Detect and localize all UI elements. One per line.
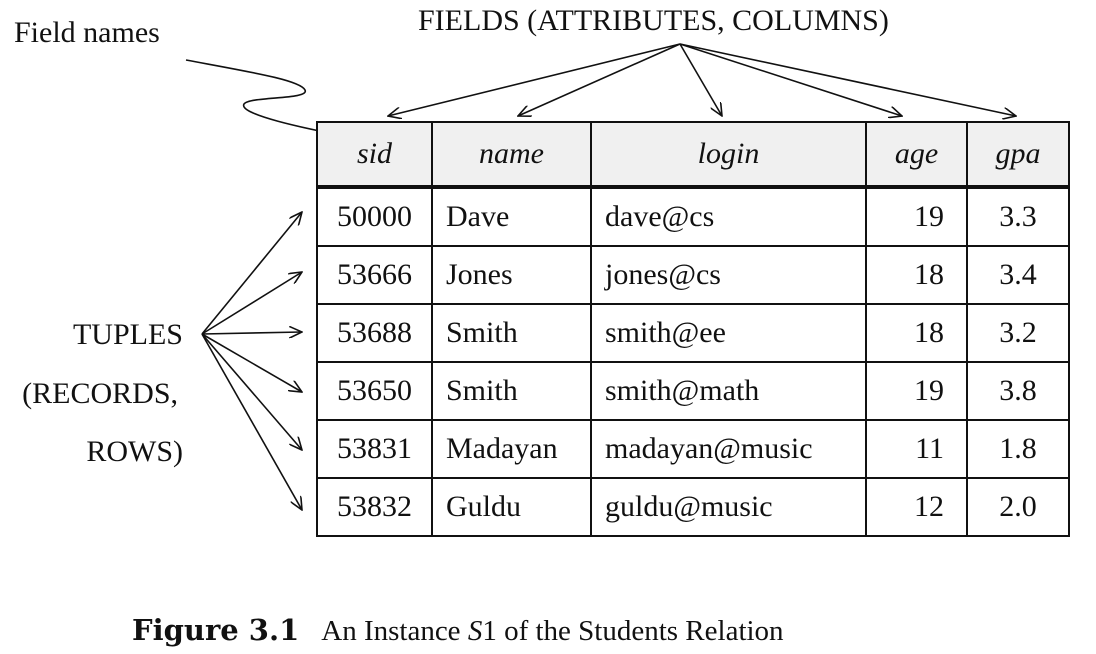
cell-gpa: 3.8 [966,361,1070,421]
field-arrow-age [679,43,902,116]
cell-name: Dave [431,187,592,247]
cell-age: 18 [865,303,968,363]
tuple-arrow-5 [201,333,302,450]
tuple-arrow-1 [201,212,302,335]
cell-gpa: 1.8 [966,419,1070,479]
cell-name: Smith [431,361,592,421]
table-row: 53831 Madayan madayan@music 11 1.8 [316,419,1070,479]
header-gpa: gpa [966,121,1070,187]
tuples-label-1: TUPLES [72,318,183,351]
cell-age: 18 [865,245,968,305]
cell-login: smith@ee [590,303,867,363]
field-arrow-name [518,43,681,116]
cell-name: Guldu [431,477,592,537]
tuple-arrow-3 [201,332,302,334]
cell-sid: 53666 [316,245,433,305]
header-row: sid name login age gpa [316,121,1070,187]
cell-sid: 50000 [316,187,433,247]
cell-gpa: 3.3 [966,187,1070,247]
table-row: 53650 Smith smith@math 19 3.8 [316,361,1070,421]
cell-gpa: 3.2 [966,303,1070,363]
cell-age: 19 [865,361,968,421]
header-name: name [431,121,592,187]
cell-age: 12 [865,477,968,537]
field-arrow-gpa [679,43,1016,116]
cell-login: smith@math [590,361,867,421]
figure-number: Figure 3.1 [132,613,300,647]
cell-gpa: 3.4 [966,245,1070,305]
field-arrow-sid [388,43,681,116]
cell-age: 19 [865,187,968,247]
table-row: 53666 Jones jones@cs 18 3.4 [316,245,1070,305]
table-row: 53688 Smith smith@ee 18 3.2 [316,303,1070,363]
fields-label: FIELDS (ATTRIBUTES, COLUMNS) [418,4,889,37]
cell-age: 11 [865,419,968,479]
cell-sid: 53831 [316,419,433,479]
table-row: 53832 Guldu guldu@music 12 2.0 [316,477,1070,537]
tuple-arrow-4 [201,333,302,392]
tuple-arrow-6 [201,333,302,510]
caption-symbol: S [467,615,483,647]
caption-text-after: 1 of the Students Relation [482,615,784,647]
cell-login: jones@cs [590,245,867,305]
field-names-arrow [185,59,366,140]
tuples-table: 50000 Dave dave@cs 19 3.3 53666 Jones jo… [316,187,1070,537]
field-header-table: sid name login age gpa [316,121,1070,187]
header-login: login [590,121,867,187]
tuple-arrows [201,212,302,510]
field-arrow-login [679,43,722,116]
cell-name: Madayan [431,419,592,479]
field-arrows [388,43,1016,116]
cell-name: Jones [431,245,592,305]
cell-login: guldu@music [590,477,867,537]
caption-text-before: An Instance [321,615,468,647]
tuples-label-2: (RECORDS, [22,377,178,410]
figure-caption: Figure 3.1 An Instance S1 of the Students… [132,613,784,648]
cell-sid: 53832 [316,477,433,537]
header-age: age [865,121,968,187]
field-names-label: Field names [14,16,160,49]
header-sid: sid [316,121,433,187]
tuples-label-3: ROWS) [86,435,183,468]
cell-sid: 53650 [316,361,433,421]
cell-name: Smith [431,303,592,363]
cell-login: dave@cs [590,187,867,247]
cell-sid: 53688 [316,303,433,363]
cell-gpa: 2.0 [966,477,1070,537]
tuple-arrow-2 [201,272,302,335]
table-row: 50000 Dave dave@cs 19 3.3 [316,187,1070,247]
cell-login: madayan@music [590,419,867,479]
